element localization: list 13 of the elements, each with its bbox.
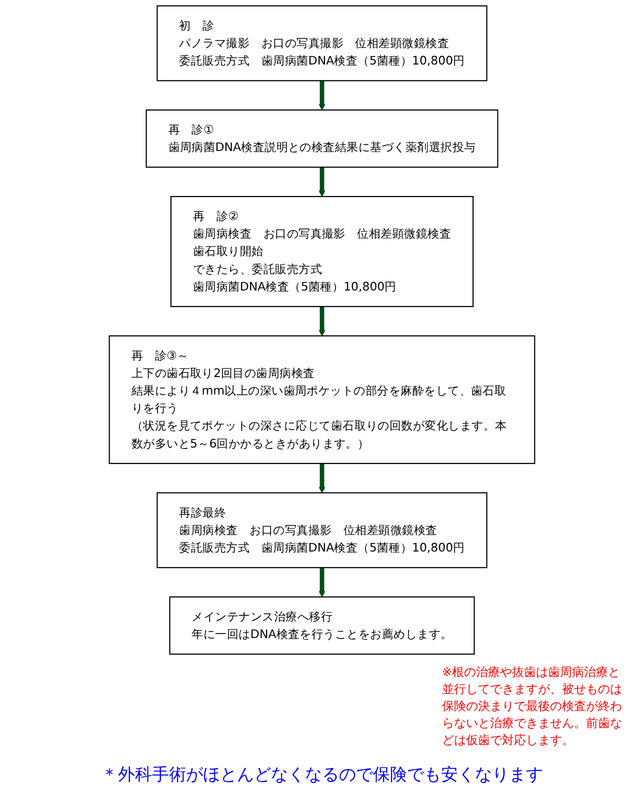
side-note: ※根の治療や抜歯は歯周病治療と並行してできますが、被せものは保険の決まりで最後の検査が終わらないと治療できません。前歯などは仮歯で対応します。 [442, 664, 623, 749]
arrow [318, 306, 326, 336]
arrow [318, 568, 326, 598]
node-box: 再診最終 歯周病検査 お口の写真撮影 位相差顕微鏡検査 委託販売方式 歯周病菌DNA検査（5菌種）10,800円 [156, 492, 488, 568]
node-box: 再 診③～ 上下の歯石取り2回目の歯周病検査 結果により４mm以上の深い歯周ポケットの部分を麻酔をして、歯石取りを行う （状況を見てポケットの深さに応じて歯石取りの回数が変化します。本数が多いと5～6回かかるときがあります。） [108, 335, 536, 464]
arrow [318, 463, 326, 494]
node-box: メインテナンス治療へ移行 年に一回はDNA検査を行うことをお薦めします。 [169, 596, 475, 655]
node-box: 初 診 パノラマ撮影 お口の写真撮影 位相差顕微鏡検査 委託販売方式 歯周病菌DNA検査（5菌種）10,800円 [156, 5, 488, 82]
node-box: 再 診② 歯周病検査 お口の写真撮影 位相差顕微鏡検査 歯石取り開始 できたら、委託販売方式 歯周病菌DNA検査（5菌種）10,800円 [170, 196, 474, 308]
caption: ＊外科手術がほとんどなくなるので保険でも安くなります [101, 764, 543, 786]
arrow [318, 167, 326, 197]
node-box: 再 診① 歯周病菌DNA検査説明との検査結果に基づく薬剤選択投与 [146, 109, 498, 168]
arrow [318, 80, 326, 110]
